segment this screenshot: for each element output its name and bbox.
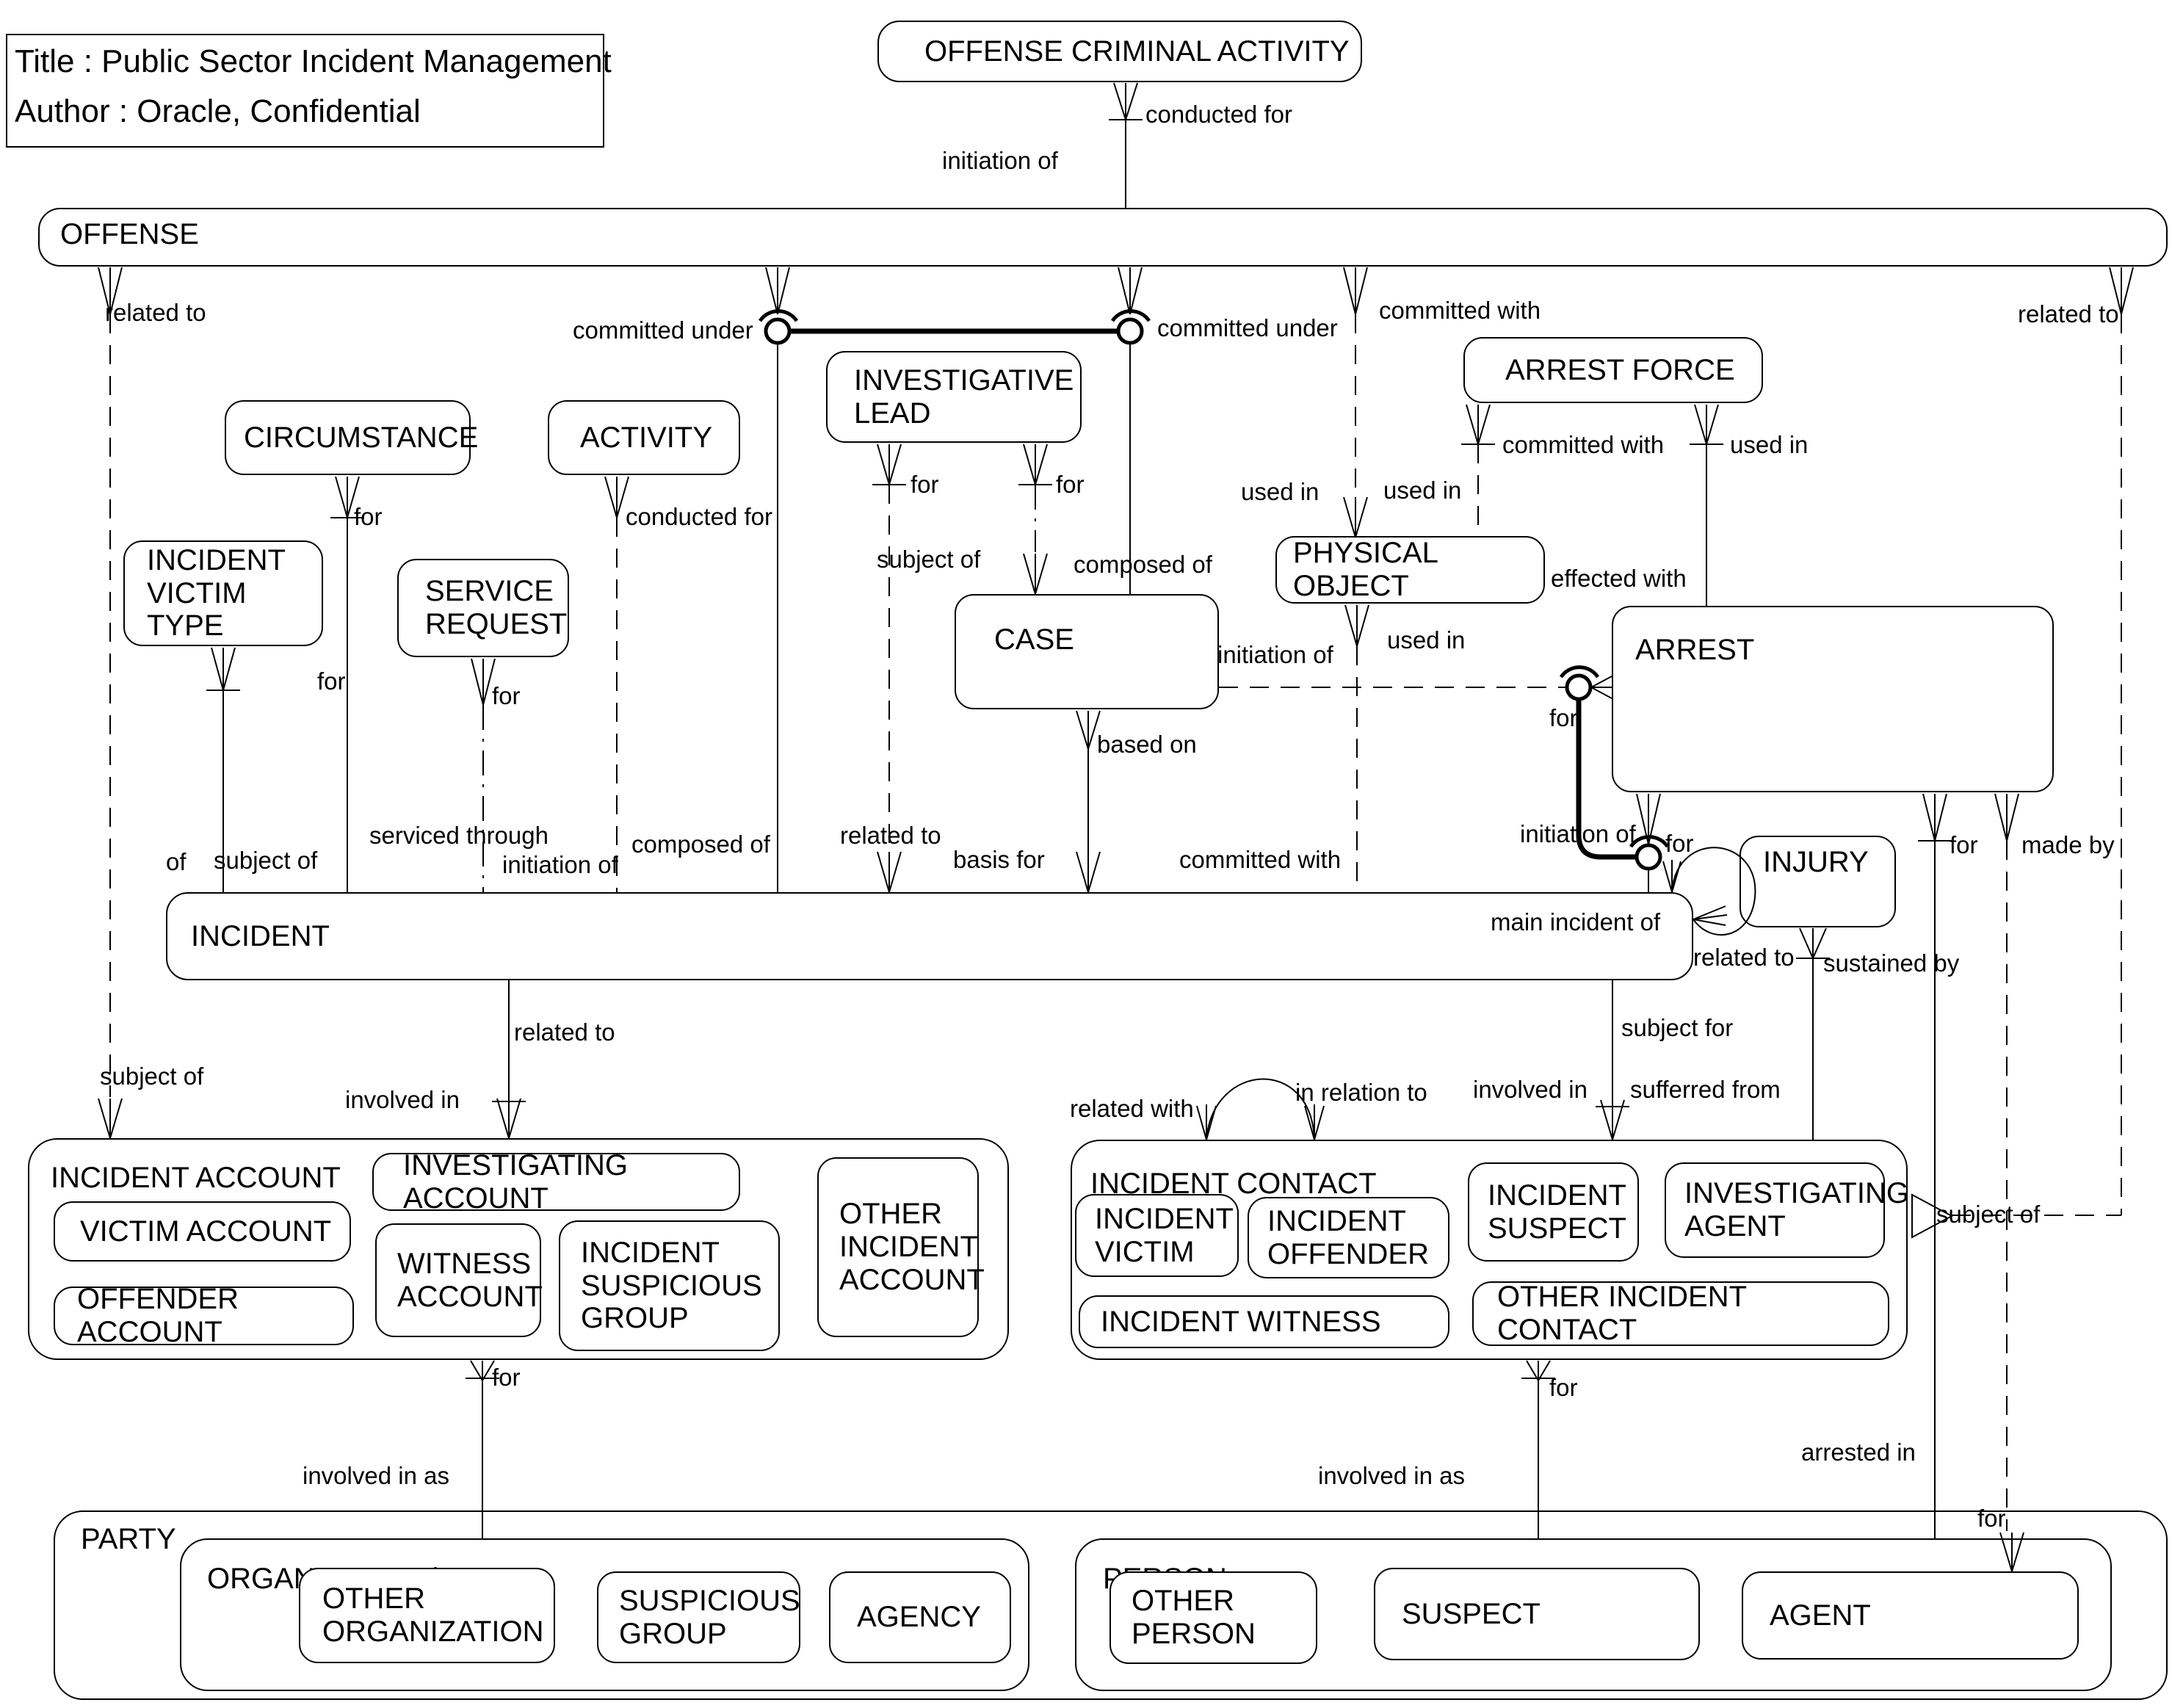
relationship-label: made by <box>2021 831 2115 858</box>
relationship-label: for <box>1056 471 1085 498</box>
entity-investigating-agent[interactable]: INVESTIGATING AGENT <box>1665 1162 1909 1258</box>
relationship-label: initiation of <box>942 147 1058 174</box>
entity-case[interactable]: CASE <box>955 594 1219 709</box>
entity-incident-suspect[interactable]: INCIDENT SUSPECT <box>1468 1162 1639 1262</box>
entity-offender-account[interactable]: OFFENDER ACCOUNT <box>54 1283 354 1348</box>
relationship-label: used in <box>1383 477 1462 504</box>
entity-victim-account[interactable]: VICTIM ACCOUNT <box>54 1201 351 1262</box>
relationship-label: composed of <box>1074 551 1212 578</box>
entity-label-incident-account: INCIDENT ACCOUNT <box>51 1162 341 1194</box>
entity-label-party: PARTY <box>81 1523 176 1555</box>
entity-activity[interactable]: ACTIVITY <box>548 400 740 475</box>
title-box: Title : Public Sector Incident Managemen… <box>6 34 612 148</box>
relationship-label: for <box>911 471 939 498</box>
relationship-label: related to <box>2018 300 2119 328</box>
relationship-label: basis for <box>953 846 1045 873</box>
relationship-label: committed under <box>1157 314 1338 341</box>
relationship-label: committed under <box>573 316 753 344</box>
entity-agent[interactable]: AGENT <box>1742 1571 2079 1660</box>
entity-service-request[interactable]: SERVICE REQUEST <box>397 559 569 657</box>
relationship-label: for <box>1977 1505 2006 1532</box>
entity-other-incident-account[interactable]: OTHER INCIDENT ACCOUNT <box>817 1157 985 1337</box>
entity-investigating-account[interactable]: INVESTIGATING ACCOUNT <box>372 1149 740 1215</box>
entity-other-organization[interactable]: OTHER ORGANIZATION <box>299 1568 555 1663</box>
relationship-label: conducted for <box>626 503 772 530</box>
relationship-label: related to <box>514 1018 615 1046</box>
relationship-label: related with <box>1070 1095 1194 1122</box>
relationship-label: for <box>317 667 346 695</box>
entity-physical-object[interactable]: PHYSICAL OBJECT <box>1275 536 1545 604</box>
entity-investigative-lead[interactable]: INVESTIGATIVE LEAD <box>826 351 1082 443</box>
entity-offense-criminal-activity[interactable]: OFFENSE CRIMINAL ACTIVITY <box>877 21 1362 82</box>
entity-arrest[interactable]: ARREST <box>1612 606 2054 792</box>
relationship-label: arrested in <box>1801 1439 1916 1466</box>
entity-arrest-force[interactable]: ARREST FORCE <box>1463 337 1763 403</box>
relationship-label: committed with <box>1379 297 1541 324</box>
relationship-label: subject of <box>214 847 318 874</box>
relationship-label: serviced through <box>369 822 549 849</box>
relationship-label: based on <box>1097 731 1197 758</box>
relationship-label: used in <box>1387 626 1466 654</box>
relationship-label: sustained by <box>1823 949 1960 977</box>
relationship-label: for <box>1549 1374 1578 1401</box>
relationship-label: effected with <box>1551 565 1687 592</box>
relationship-label: involved in <box>345 1086 460 1113</box>
relationship-label: for <box>1665 830 1694 857</box>
entity-other-incident-contact[interactable]: OTHER INCIDENT CONTACT <box>1472 1281 1889 1346</box>
entity-other-person[interactable]: OTHER PERSON <box>1109 1571 1317 1664</box>
relationship-label: initiation of <box>1217 641 1333 668</box>
relationship-label: related to <box>105 299 206 326</box>
relationship-label: for <box>1950 831 1978 858</box>
entity-agency[interactable]: AGENCY <box>829 1571 1011 1663</box>
relationship-label: subject of <box>100 1063 204 1090</box>
relationship-label: composed of <box>631 831 770 858</box>
relationship-label: used in <box>1241 478 1320 505</box>
entity-incident-suspicious-group[interactable]: INCIDENT SUSPICIOUS GROUP <box>559 1220 780 1351</box>
title-line: Title : Public Sector Incident Managemen… <box>15 43 612 79</box>
entity-witness-account[interactable]: WITNESS ACCOUNT <box>375 1223 543 1337</box>
relationship-label: in relation to <box>1295 1079 1427 1106</box>
relationship-label: involved in <box>1473 1076 1588 1103</box>
relationship-label: subject for <box>1621 1014 1734 1041</box>
entity-suspect[interactable]: SUSPECT <box>1374 1568 1700 1660</box>
relationship-label: related to <box>1693 944 1795 971</box>
entity-suspicious-group[interactable]: SUSPICIOUS GROUP <box>597 1571 800 1663</box>
relationship-label: involved in as <box>303 1462 449 1489</box>
relationship-label: committed with <box>1179 846 1342 873</box>
entity-injury[interactable]: INJURY <box>1740 836 1896 927</box>
relationship-label: of <box>166 848 187 875</box>
entity-offense[interactable]: OFFENSE <box>38 208 2168 267</box>
author-line: Author : Oracle, Confidential <box>15 93 421 130</box>
relationship-label: involved in as <box>1318 1462 1465 1489</box>
relationship-label: committed with <box>1502 431 1665 458</box>
entity-circumstance[interactable]: CIRCUMSTANCE <box>225 400 478 475</box>
entity-incident-victim-type[interactable]: INCIDENT VICTIM TYPE <box>123 540 323 646</box>
relationship-label: for <box>492 682 521 709</box>
relationship-label: initiation of <box>502 851 618 878</box>
entity-incident-witness[interactable]: INCIDENT WITNESS <box>1079 1295 1449 1348</box>
exclusive-arc-offense <box>758 309 1151 345</box>
entity-incident[interactable]: INCIDENT <box>166 892 1693 980</box>
relationship-label: sufferred from <box>1630 1076 1781 1103</box>
relationship-label: subject of <box>877 546 981 573</box>
relationship-label: used in <box>1730 431 1809 458</box>
relationship-label: subject of <box>1936 1201 2041 1228</box>
relationship-label: main incident of <box>1491 908 1661 936</box>
relationship-label: initiation of <box>1520 820 1636 847</box>
relationship-label: for <box>492 1364 521 1391</box>
relationship-label: related to <box>840 822 941 849</box>
entity-incident-victim[interactable]: INCIDENT VICTIM <box>1075 1194 1239 1277</box>
entity-incident-offender[interactable]: INCIDENT OFFENDER <box>1248 1197 1449 1278</box>
relationship-label: for <box>1549 704 1578 731</box>
relationship-label: for <box>354 503 383 530</box>
relationship-label: conducted for <box>1145 101 1292 128</box>
